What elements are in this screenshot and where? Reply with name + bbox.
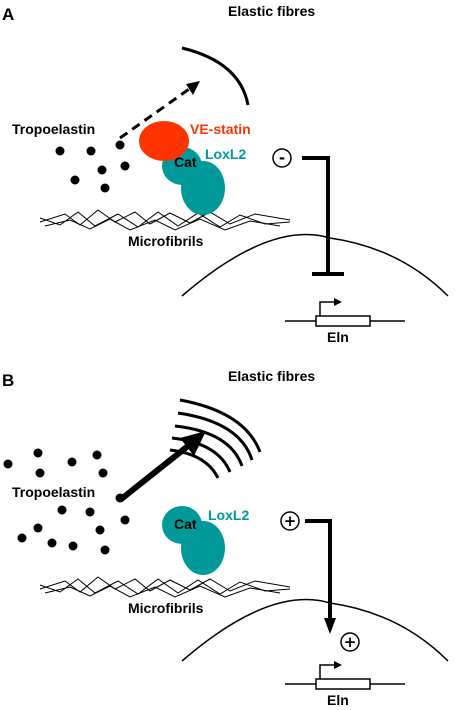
tropoelastin-dot (57, 505, 67, 515)
tropoelastin-dot (100, 545, 110, 555)
cat-label: Cat (174, 516, 197, 532)
tropoelastin-dot (47, 538, 57, 548)
tropoelastin-dot (97, 165, 107, 175)
gene-box (315, 315, 371, 327)
promoter-arrow (319, 301, 336, 316)
plus-sign: + (284, 512, 297, 530)
tropoelastin-dot (3, 459, 13, 469)
tropoelastin-dot (120, 161, 130, 171)
elastic-fibre-arcs (169, 398, 262, 479)
ve-statin-label: VE-statin (190, 121, 251, 137)
tropoelastin-dot (55, 146, 65, 156)
dashed-arrow-head (186, 81, 200, 95)
loxl2-protein: Cat (162, 506, 225, 575)
tropoelastin-dot (95, 525, 105, 535)
microfibrils (39, 576, 291, 598)
tropoelastin-dot (98, 468, 108, 478)
tropoelastin-dot (86, 146, 96, 156)
elastic-fibres-label: Elastic fibres (228, 368, 315, 384)
microfibrils-label: Microfibrils (128, 233, 204, 249)
gene-box (315, 678, 371, 690)
panel-a: A Elastic fibres Tropoelastin Microfibri… (2, 3, 449, 345)
tropoelastin-dot (115, 493, 125, 503)
nucleus-plus-sign: + (344, 633, 357, 651)
tropoelastin-dot (92, 450, 102, 460)
loxl2-label: LoxL2 (205, 146, 246, 162)
microfibrils (39, 209, 291, 231)
tropoelastin-dots (3, 448, 130, 555)
loxl2-cat-domain (162, 506, 202, 544)
tropoelastin-dot (68, 541, 78, 551)
minus-sign: - (279, 149, 285, 167)
nucleus-plus-circle (340, 632, 360, 652)
nucleus-membrane (181, 233, 449, 297)
plus-sign-circle (280, 511, 300, 531)
promoter-arrow-head (334, 661, 342, 669)
solid-arrow-line (118, 443, 190, 503)
elastic-fibres-label: Elastic fibres (228, 3, 315, 19)
tropoelastin-dot (33, 448, 43, 458)
gene-label: Eln (327, 692, 349, 708)
tropoelastin-dot (70, 175, 80, 185)
promoter-arrow-head (334, 298, 342, 306)
tropoelastin-dot (85, 507, 95, 517)
promoter-arrow (319, 664, 336, 679)
elastic-fibre-arc (181, 46, 250, 106)
tropoelastin-dot (17, 533, 27, 543)
tropoelastin-dot (35, 468, 45, 478)
tropoelastin-label: Tropoelastin (12, 121, 95, 137)
panel-a-letter: A (2, 5, 14, 24)
inhibition-line (302, 156, 330, 272)
loxl2-label: LoxL2 (208, 507, 249, 523)
panel-b: B Elastic fibres (2, 368, 449, 708)
panel-b-letter: B (2, 371, 14, 390)
solid-arrow-head (180, 431, 206, 456)
gene-label: Eln (327, 329, 349, 345)
activation-arrow-head (324, 618, 336, 634)
tropoelastin-dot (100, 183, 110, 193)
minus-sign-circle (272, 148, 292, 168)
tropoelastin-dot (67, 457, 77, 467)
nucleus-membrane (181, 598, 449, 662)
microfibrils-label: Microfibrils (128, 600, 204, 616)
tropoelastin-dots (55, 140, 130, 193)
ve-statin-protein (139, 121, 189, 161)
tropoelastin-dot (33, 523, 43, 533)
tropoelastin-dot (120, 515, 130, 525)
tropoelastin-label: Tropoelastin (12, 484, 95, 500)
cat-label: Cat (174, 154, 197, 170)
activation-line (305, 519, 332, 620)
tropoelastin-dot (115, 140, 125, 150)
